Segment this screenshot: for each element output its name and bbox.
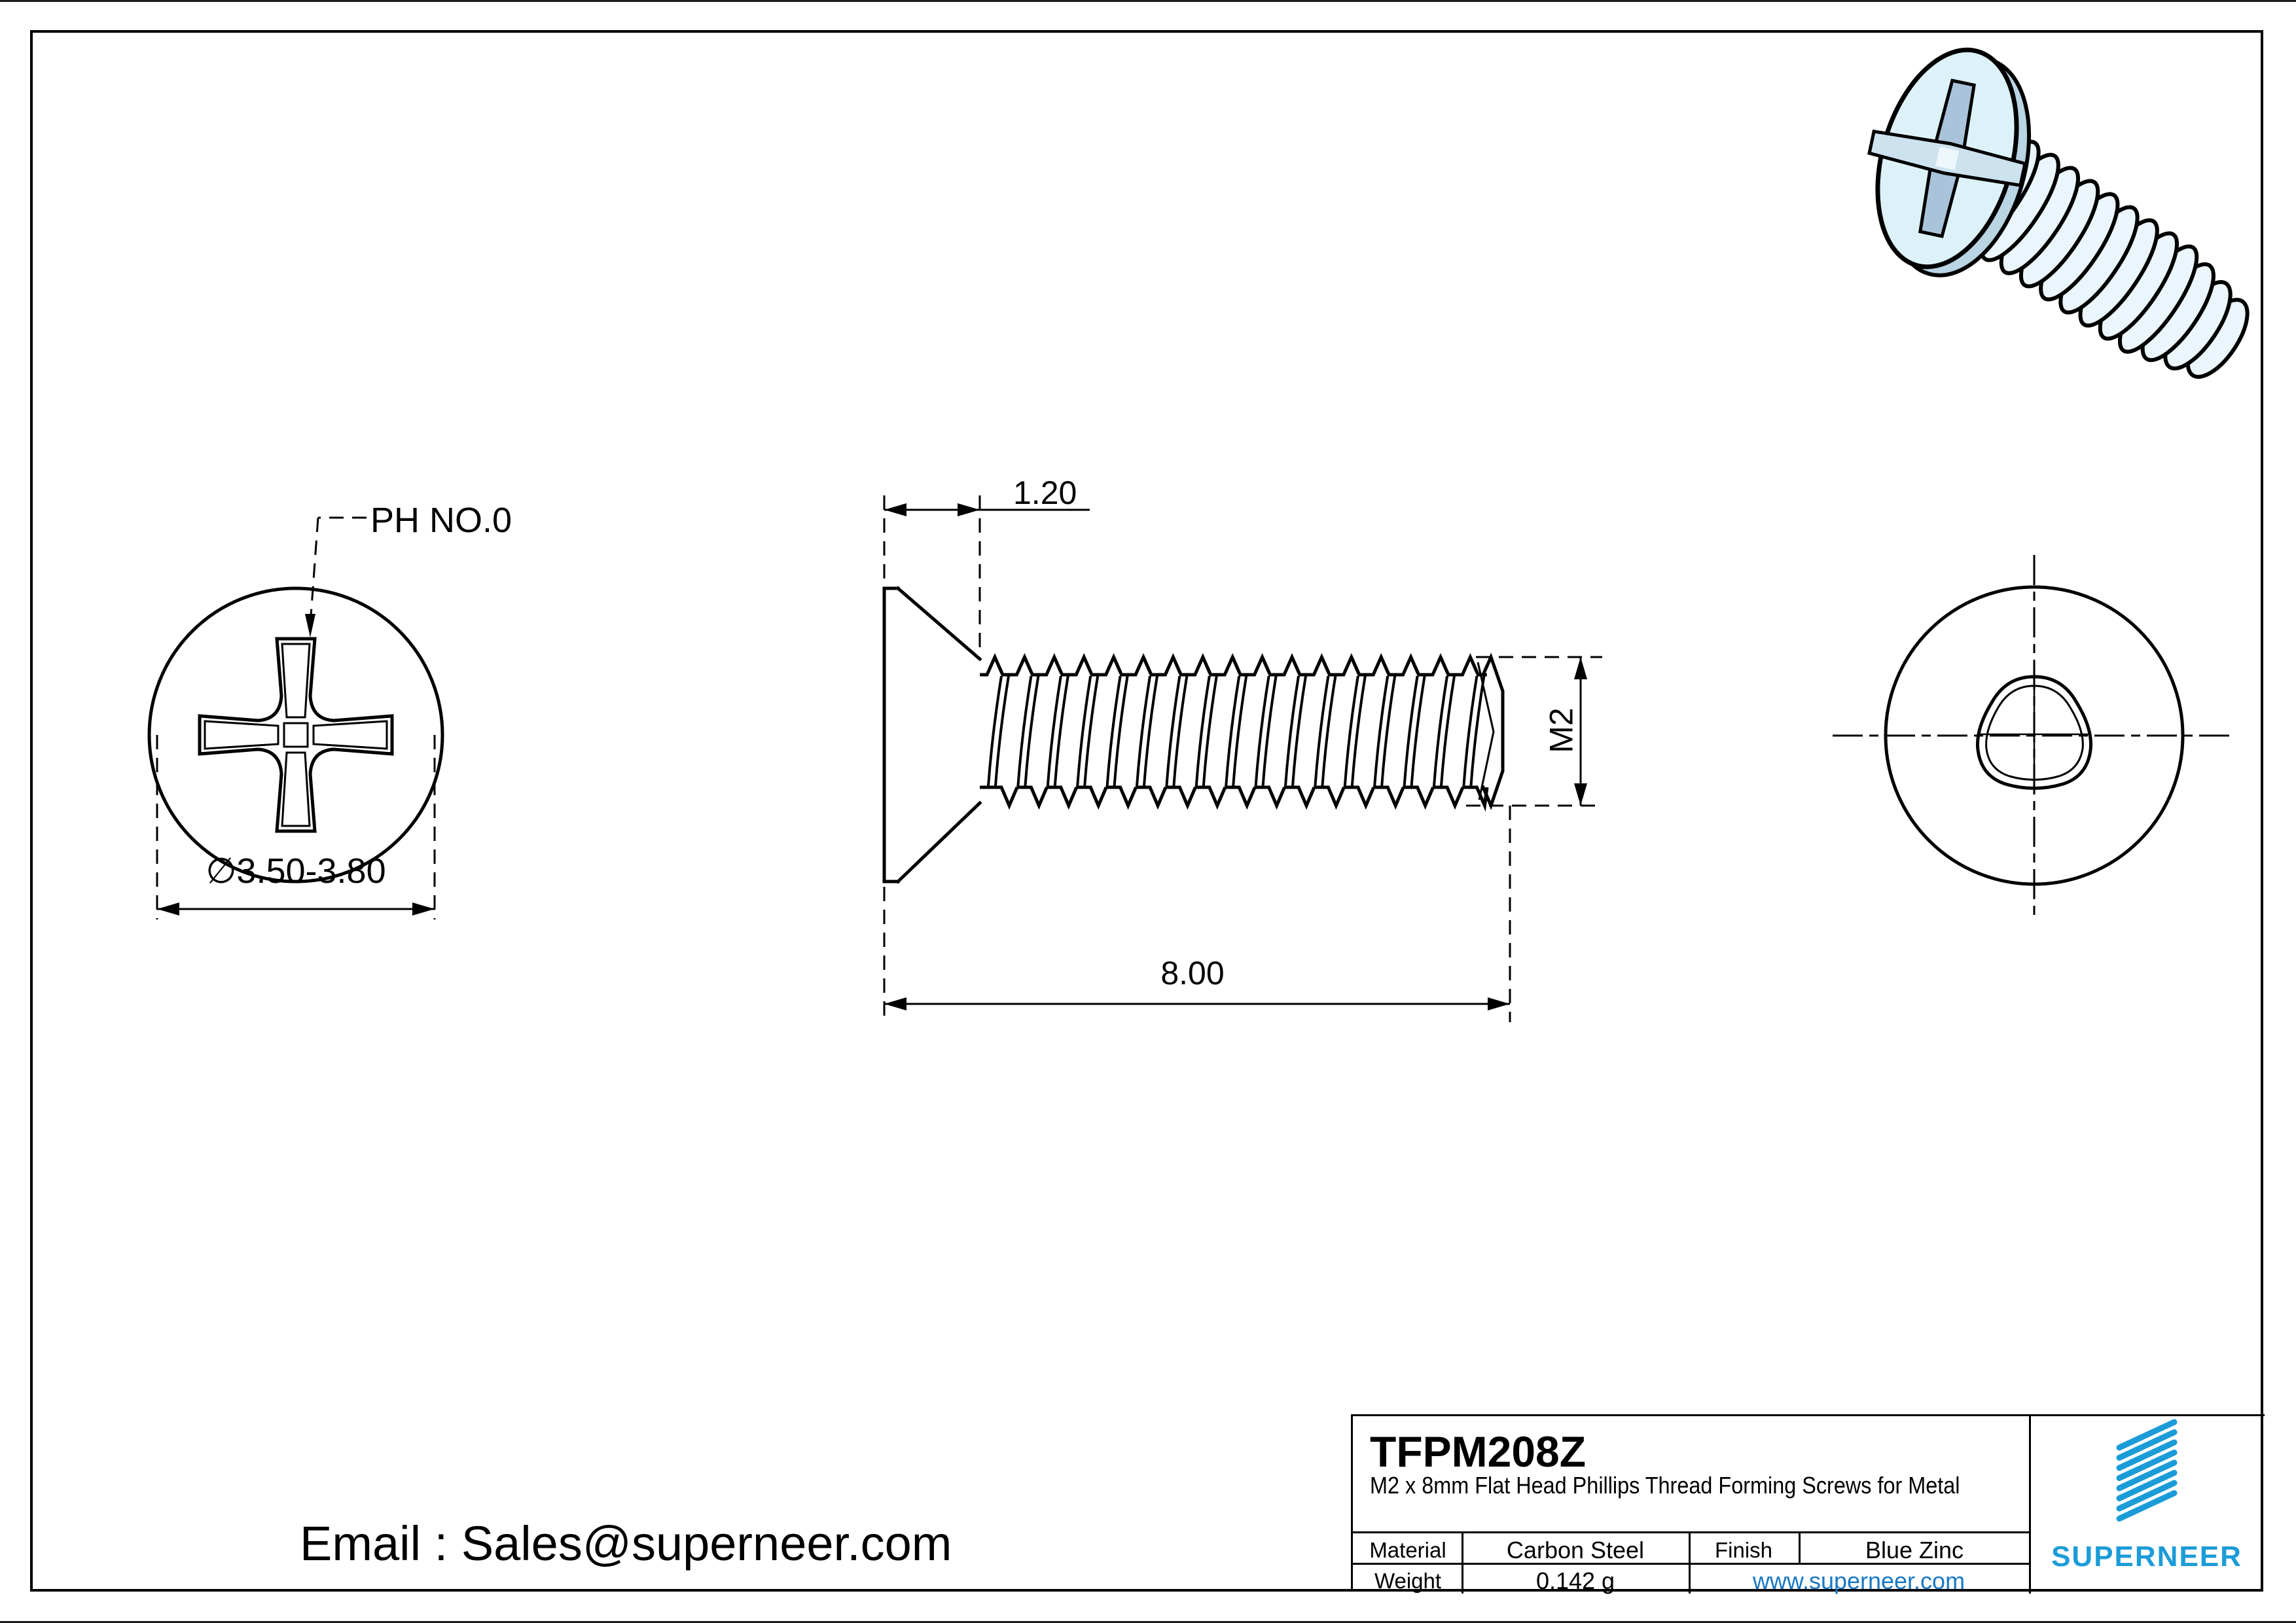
recess-center [1935, 147, 1959, 170]
titleblock-divider [2029, 1416, 2031, 1594]
phillips-cross-outline [198, 637, 394, 833]
brand-logo-cell: SUPERNEER [2031, 1416, 2267, 1594]
thread-crest-bottom [980, 785, 1489, 812]
titleblock-divider [1353, 1563, 2031, 1565]
head-height-dimension-label: 1.20 [1013, 474, 1077, 511]
dim-arrowhead [1488, 997, 1510, 1010]
recess-size-label: PH NO.0 [370, 501, 512, 540]
diameter-dimension-label: ∅3.50-3.80 [206, 851, 386, 891]
thread-crest-top [980, 652, 1487, 677]
dim-arrowhead [1574, 657, 1587, 679]
dim-arrowhead [884, 503, 906, 516]
title-block: TFPM208Z M2 x 8mm Flat Head Phillips Thr… [1351, 1414, 2267, 1594]
head-profile [882, 586, 982, 884]
page-top-edge [0, 0, 2296, 2]
tip-thread-runout [1477, 662, 1495, 800]
brand-stripe [2116, 1470, 2178, 1501]
phillips-center-square [283, 722, 309, 748]
material-value: Carbon Steel [1506, 1537, 1645, 1563]
head-outline-circle [147, 586, 444, 883]
brand-stripe [2116, 1439, 2178, 1471]
finish-label: Finish [1714, 1538, 1773, 1562]
dim-arrowhead [412, 902, 435, 916]
brand-name: SUPERNEER [2051, 1541, 2242, 1573]
dim-arrowhead [157, 902, 179, 916]
titleblock-divider [1462, 1531, 1463, 1594]
dim-arrowhead [1574, 783, 1587, 806]
part-description: M2 x 8mm Flat Head Phillips Thread Formi… [1370, 1472, 1960, 1499]
brand-stripe [2116, 1490, 2178, 1522]
material-label: Material [1369, 1538, 1446, 1562]
phillips-slot-wall [281, 643, 311, 719]
finish-value: Blue Zinc [1865, 1537, 1964, 1563]
brand-stripe [2116, 1480, 2178, 1512]
page-bottom-edge [0, 1621, 2296, 1623]
leader-arrowhead [305, 614, 315, 637]
contact-email: Email : Sales@superneer.com [300, 1516, 952, 1571]
brand-stripe [2116, 1419, 2178, 1451]
phillips-recess-3d [1867, 79, 2027, 238]
website-link[interactable]: www.superneer.com [1752, 1567, 1965, 1594]
front-view-head [147, 516, 444, 919]
brand-stripe [2116, 1459, 2178, 1491]
screw-3d-render [1867, 47, 2250, 379]
dim-arrowhead [884, 997, 906, 1010]
thread-profile [980, 652, 1489, 812]
weight-label: Weight [1374, 1569, 1442, 1593]
screw-tip [1480, 652, 1505, 810]
brand-stripe [2116, 1450, 2178, 1481]
weight-value: 0.142 g [1535, 1567, 1615, 1594]
brand-stripes-icon [2116, 1419, 2178, 1522]
leader-line [310, 517, 319, 616]
titleblock-divider [1799, 1531, 1801, 1565]
length-dimension-label: 8.00 [1160, 955, 1225, 991]
titleblock-divider [1353, 1531, 2031, 1533]
thread-dimension-label: M2 [1543, 707, 1580, 753]
brand-stripe [2116, 1429, 2178, 1461]
titleblock-divider [1689, 1531, 1691, 1594]
end-view [1833, 555, 2236, 916]
part-number: TFPM208Z [1370, 1427, 1587, 1476]
drawing-border-frame [30, 30, 2263, 1592]
side-view-screw [882, 495, 1602, 1022]
dim-arrowhead [958, 503, 980, 516]
thread-flanks [987, 662, 1486, 787]
